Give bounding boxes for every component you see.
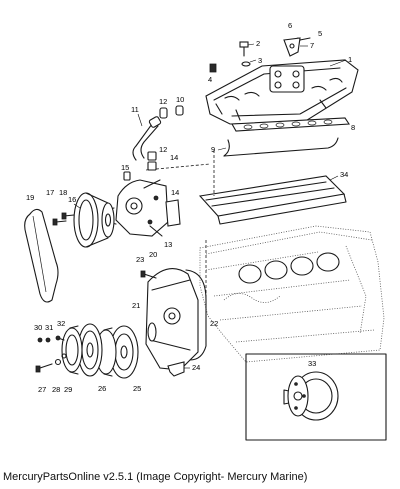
plug-10 (175, 105, 184, 116)
callout-13: 13 (164, 240, 172, 249)
callout-12: 12 (159, 97, 167, 106)
callout-23: 23 (136, 255, 144, 264)
callout-19: 19 (26, 193, 34, 202)
callout-8: 8 (351, 123, 355, 132)
callout-26: 26 (98, 384, 106, 393)
callout-28: 28 (52, 385, 60, 394)
callout-11: 11 (131, 105, 139, 114)
plug-12 (159, 107, 168, 119)
callout-27: 27 (38, 385, 46, 394)
intake-gasket (231, 117, 350, 132)
pump-gasket (165, 199, 181, 227)
cover-bolts (37, 335, 65, 343)
water-pump-pulley (73, 192, 115, 248)
callout-20: 20 (149, 250, 157, 259)
inset-panel (245, 353, 387, 441)
callout-31: 31 (45, 323, 53, 332)
callout-21: 21 (132, 301, 140, 310)
callout-2: 2 (256, 39, 260, 48)
callout-9: 9 (211, 145, 215, 154)
callout-16: 16 (68, 195, 76, 204)
timing-cover (145, 268, 199, 371)
bracket-24 (167, 361, 185, 377)
crankshaft-pulley (61, 323, 103, 377)
manifold-hardware (209, 37, 311, 73)
callout-1: 1 (348, 55, 352, 64)
callout-4: 4 (208, 75, 212, 84)
engine-block (199, 225, 385, 363)
callout-30: 30 (34, 323, 42, 332)
callout-labels: 1 2 3 4 5 6 7 8 9 10 11 12 12 13 14 14 1… (26, 21, 355, 394)
valley-baffle (198, 175, 347, 225)
fitting-10 (147, 161, 157, 171)
crankshaft-seal (147, 322, 157, 342)
timing-cover-gasket (185, 269, 207, 361)
callout-33: 33 (308, 359, 316, 368)
callout-32: 32 (57, 319, 65, 328)
callout-5: 5 (318, 29, 322, 38)
callout-15: 15 (121, 163, 129, 172)
pulley-bolts (52, 212, 75, 226)
plug-15 (123, 171, 131, 181)
damper-bolt (35, 353, 67, 373)
callout-22: 22 (210, 319, 218, 328)
callout-17: 17 (46, 188, 54, 197)
callout-3: 3 (258, 56, 262, 65)
fitting-12 (147, 151, 157, 161)
copyright-caption: MercuryPartsOnline v2.5.1 (Image Copyrig… (3, 471, 308, 483)
callout-7: 7 (310, 41, 314, 50)
callout-12: 12 (159, 145, 167, 154)
callout-10: 10 (176, 95, 184, 104)
intake-manifold (205, 59, 359, 125)
callout-6: 6 (288, 21, 292, 30)
callout-18: 18 (59, 188, 67, 197)
bolt-23 (140, 270, 157, 279)
drive-belt (24, 208, 59, 303)
callout-34: 34 (340, 170, 348, 179)
manifold-seal (223, 137, 339, 157)
callout-24: 24 (192, 363, 200, 372)
callout-14: 14 (171, 188, 179, 197)
callout-29: 29 (64, 385, 72, 394)
callout-25: 25 (133, 384, 141, 393)
water-pump (105, 179, 169, 237)
guide-line (145, 163, 211, 171)
callout-14: 14 (170, 153, 178, 162)
bypass-hose (132, 123, 159, 161)
